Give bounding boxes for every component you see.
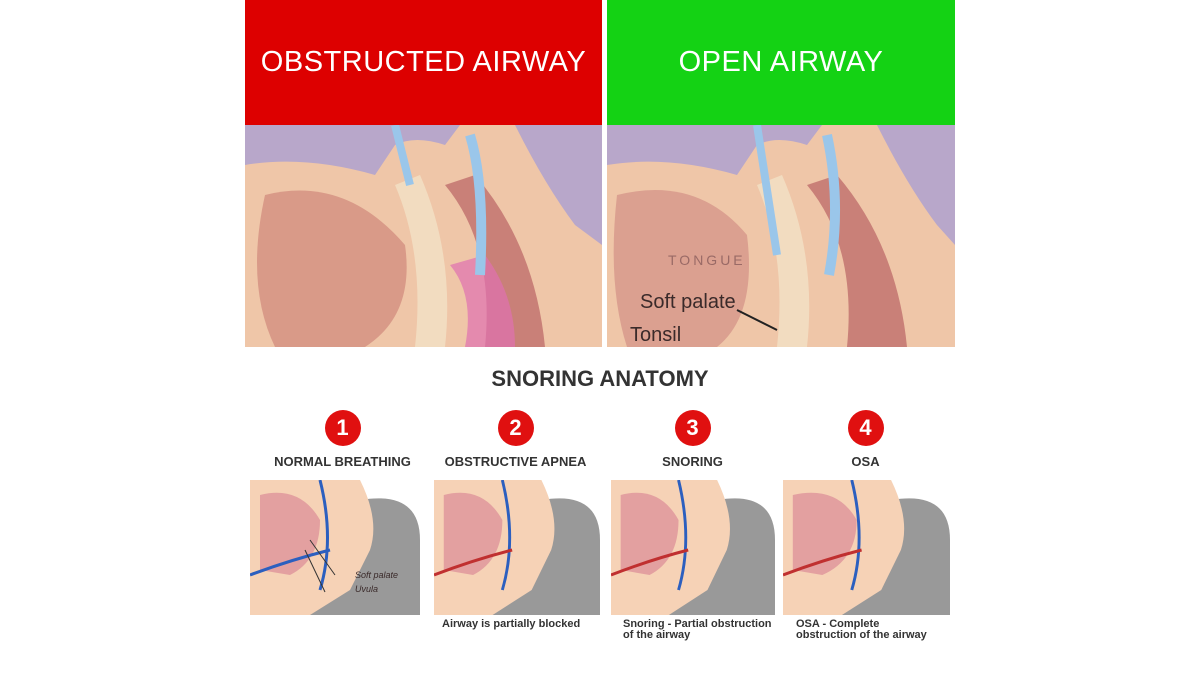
step-name: OSA	[851, 454, 880, 469]
obstructed-airway-illustration	[245, 125, 602, 347]
header-label: OPEN AIRWAY	[678, 46, 884, 78]
step-name: SNORING	[662, 454, 723, 469]
step-number: 1	[324, 410, 361, 446]
step-3-caption: Snoring - Partial obstruction of the air…	[623, 618, 772, 641]
header-label: OBSTRUCTED AIRWAY	[260, 46, 587, 78]
step-number: 3	[674, 410, 711, 446]
soft-palate-label: Soft palate	[355, 570, 399, 580]
step-2-caption: Airway is partially blocked	[442, 618, 581, 630]
osa-illustration	[782, 479, 950, 615]
step-name: OBSTRUCTIVE APNEA	[444, 454, 587, 469]
step-number: 4	[847, 410, 884, 446]
soft-palate-label: Soft palate	[640, 291, 736, 313]
snoring-illustration	[610, 479, 775, 615]
open-airway-header: OPEN AIRWAY	[607, 0, 955, 125]
uvula-label: Uvula	[355, 584, 379, 594]
page-title: SNORING ANATOMY	[491, 366, 709, 391]
tonsil-label: Tonsil	[630, 324, 682, 346]
normal-breathing-illustration	[249, 479, 420, 615]
step-number: 2	[497, 410, 534, 446]
obstructed-airway-header: OBSTRUCTED AIRWAY	[245, 0, 602, 125]
open-airway-illustration	[607, 125, 955, 347]
obstructive-apnea-illustration	[433, 479, 600, 615]
tongue-label: TONGUE	[668, 252, 746, 268]
step-name: NORMAL BREATHING	[274, 454, 411, 469]
step-4-caption: OSA - Complete obstruction of the airway	[796, 618, 927, 641]
